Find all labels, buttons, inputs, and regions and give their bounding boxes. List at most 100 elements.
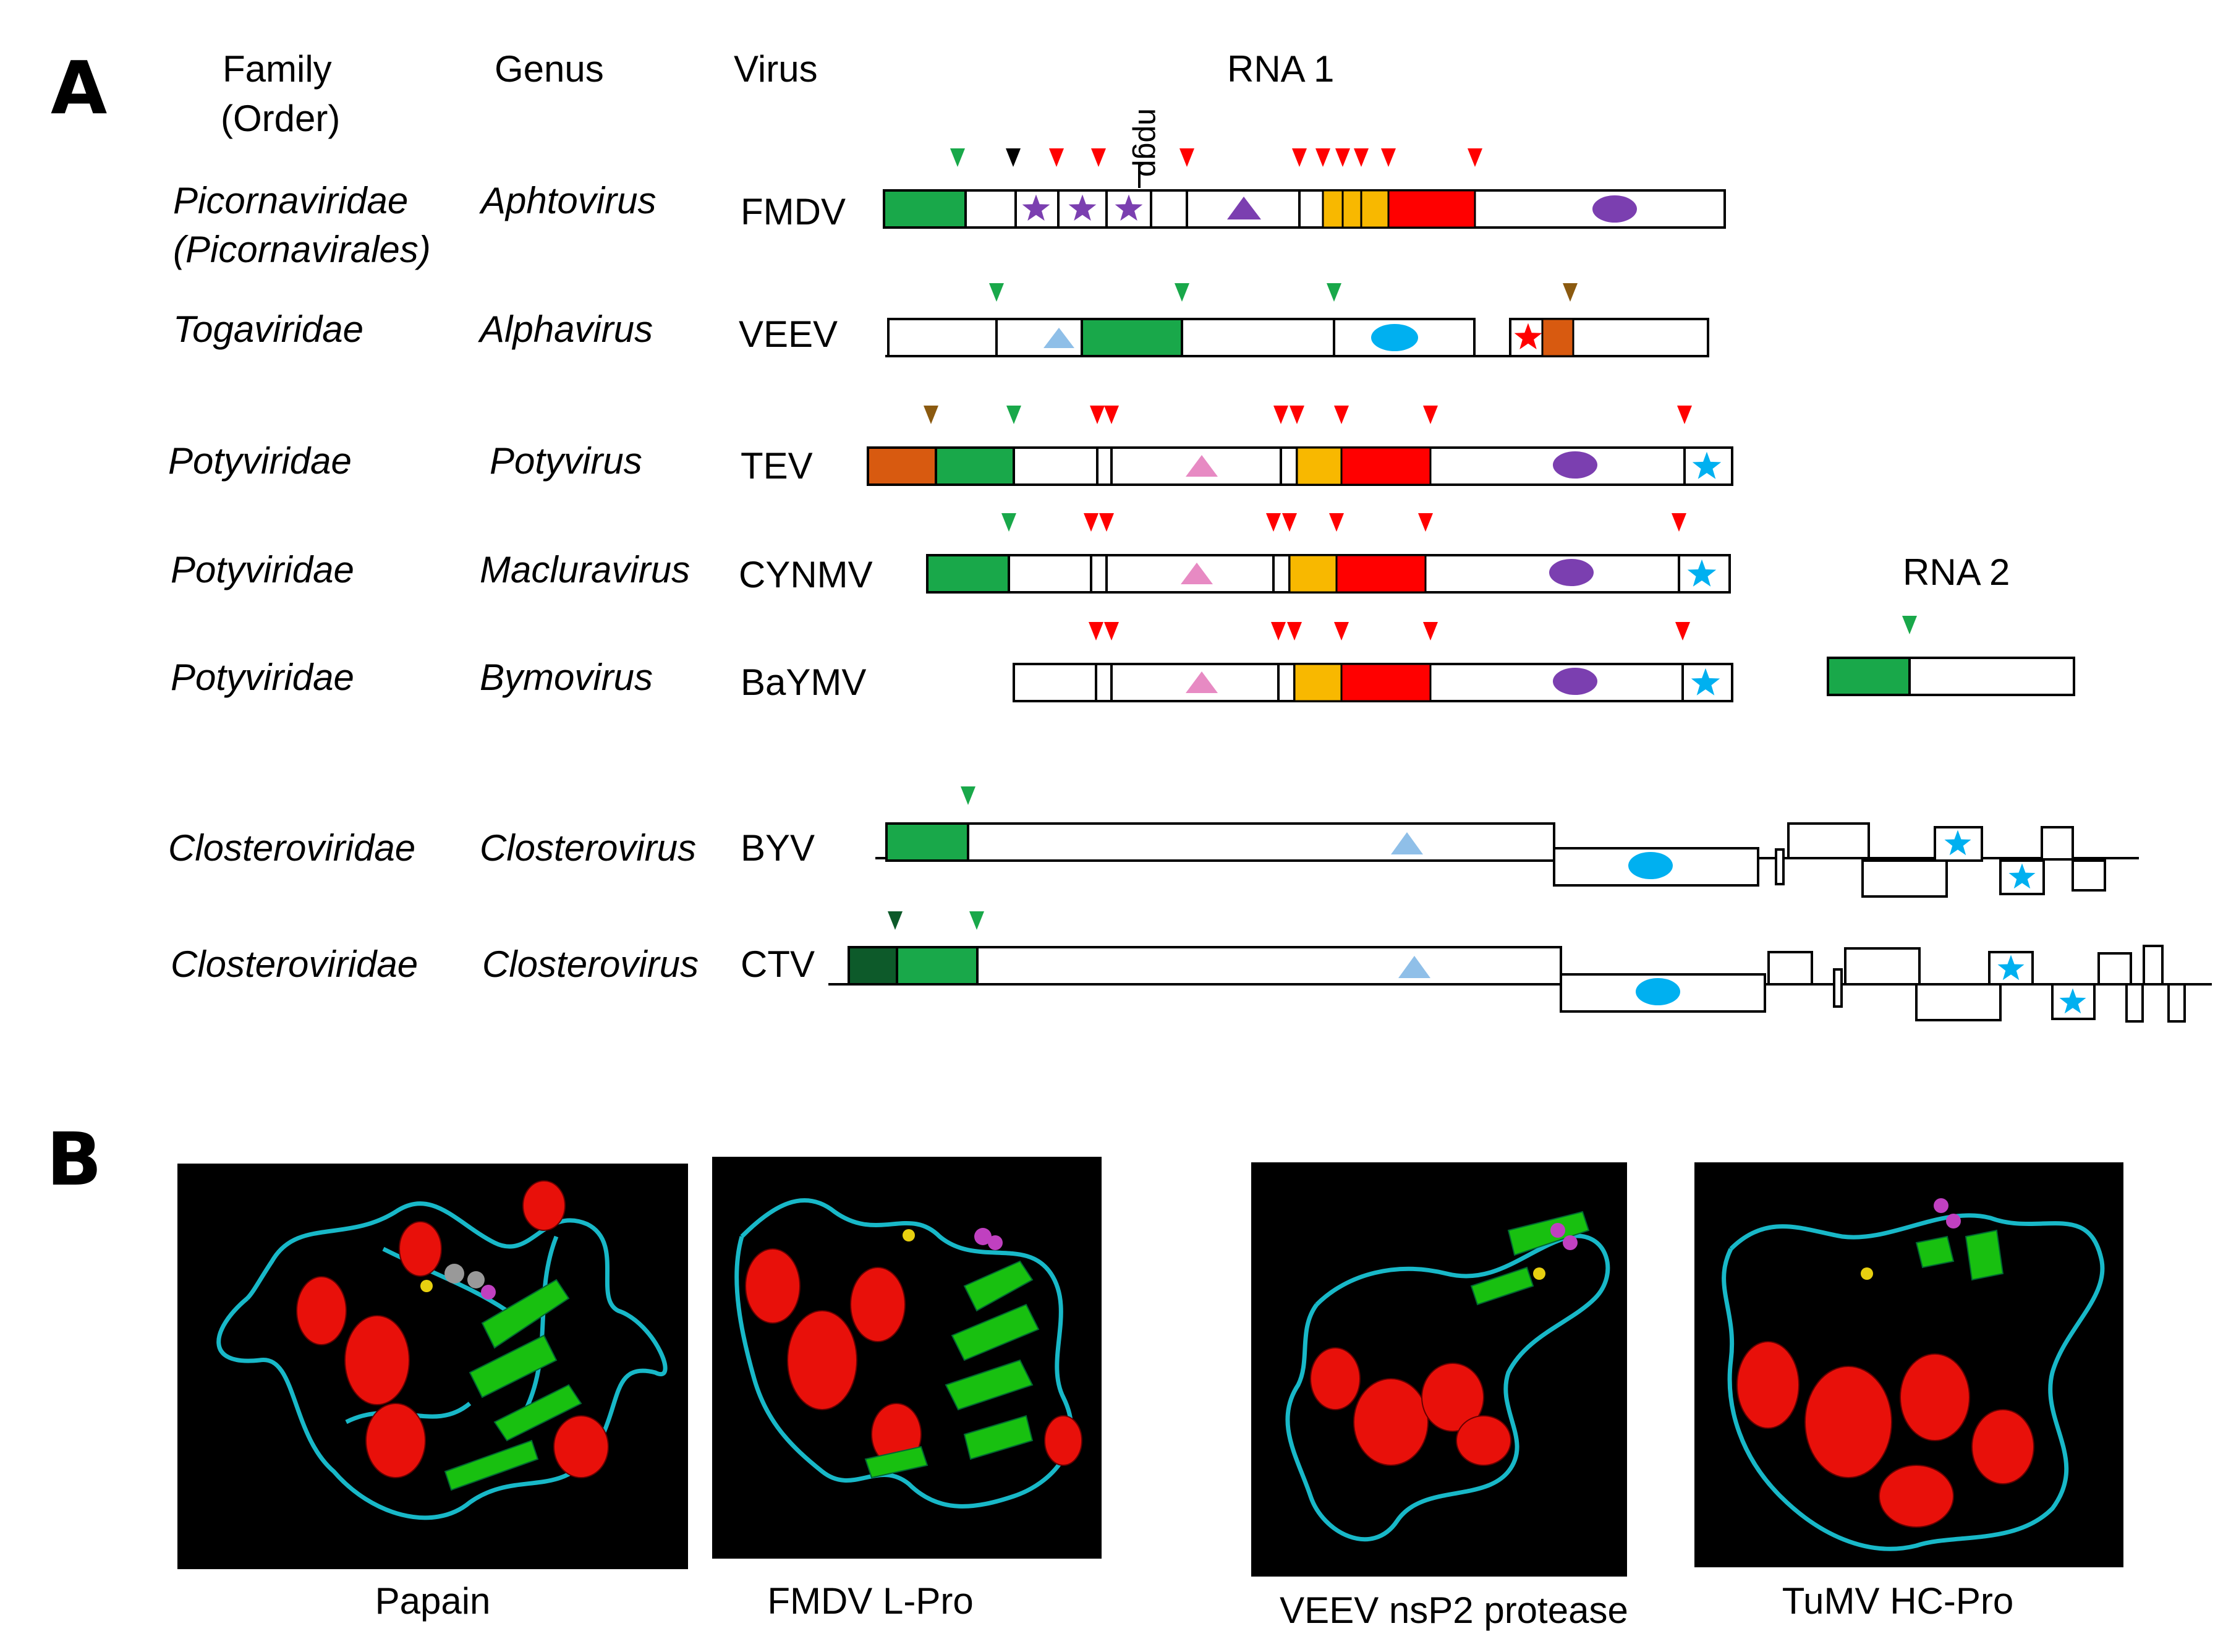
caption-papain: Papain xyxy=(375,1580,491,1622)
row-veev-family: Togaviridae xyxy=(173,309,363,350)
fmdv-red-arrow xyxy=(1091,148,1106,167)
fmdv-black-arrow xyxy=(1006,148,1021,167)
row-baymv-family: Potyviridae xyxy=(171,657,354,698)
structure-papain xyxy=(177,1164,688,1569)
tev-red-arrow xyxy=(1423,406,1438,424)
fmdv-yellow-3 xyxy=(1360,189,1390,229)
row-byv-genus: Closterovirus xyxy=(480,827,696,869)
genome-fmdv: npgp xyxy=(883,108,1726,229)
fmdv-yellow-2 xyxy=(1341,189,1362,229)
row-baymv-virus: BaYMV xyxy=(741,662,866,703)
fmdv-green-domain xyxy=(883,189,967,229)
header-family: Family xyxy=(223,48,332,90)
baymv-red-arrow xyxy=(1287,622,1302,641)
fmdv-yellow-1 xyxy=(1322,189,1344,229)
baymv-red-domain xyxy=(1340,663,1432,702)
cynmv-yellow-domain xyxy=(1288,554,1338,594)
cynmv-red-arrow xyxy=(1099,513,1114,532)
ctv-lightblue-triangle xyxy=(1398,956,1430,978)
genome-veev xyxy=(885,283,1709,357)
tev-yellow-domain xyxy=(1296,446,1343,486)
baymv-red-arrow xyxy=(1423,622,1438,641)
tev-red-arrow xyxy=(1677,406,1692,424)
byv-lightblue-triangle xyxy=(1391,832,1423,854)
caption-fmdv-lpro: FMDV L-Pro xyxy=(767,1580,973,1622)
ctv-green-arrow xyxy=(969,911,984,930)
tev-red-arrow xyxy=(1273,406,1288,424)
tev-brown-arrow xyxy=(924,406,938,424)
row-labels: Picornaviridae (Picornavirales) Aphtovir… xyxy=(168,180,873,985)
baymv-red-arrow xyxy=(1675,622,1690,641)
baymv-red-arrow xyxy=(1089,622,1103,641)
fmdv-green-arrow xyxy=(950,148,965,167)
baymv-pink-triangle xyxy=(1186,671,1218,693)
veev-cyan-ellipse xyxy=(1371,324,1418,351)
row-cynmv-genus: Macluravirus xyxy=(480,549,690,590)
row-veev-genus: Alphavirus xyxy=(478,309,653,350)
row-fmdv-family: Picornaviridae xyxy=(173,180,408,221)
veev-brown-arrow xyxy=(1563,283,1578,302)
genome-byv xyxy=(875,786,2139,898)
fmdv-red-arrow xyxy=(1354,148,1369,167)
byv-cyan-ellipse xyxy=(1628,852,1673,879)
ctv-darkgreen-domain xyxy=(848,946,898,986)
row-veev-virus: VEEV xyxy=(739,313,838,355)
panel-a-letter: A xyxy=(51,45,107,130)
baymv-rna2-green-arrow xyxy=(1902,616,1917,634)
cynmv-red-arrow xyxy=(1329,513,1344,532)
fmdv-red-arrow xyxy=(1335,148,1350,167)
genome-baymv xyxy=(1013,616,2075,702)
caption-tumv-hcpro: TuMV HC-Pro xyxy=(1782,1580,2013,1622)
fmdv-red-arrow xyxy=(1292,148,1307,167)
cynmv-purple-ellipse xyxy=(1549,559,1594,586)
byv-green-arrow xyxy=(961,786,975,805)
fmdv-red-arrow xyxy=(1468,148,1482,167)
fmdv-red-domain xyxy=(1387,189,1476,229)
fmdv-npgp-label: npgp xyxy=(1132,108,1166,177)
tev-red-arrow xyxy=(1090,406,1105,424)
tev-green-domain xyxy=(935,446,1015,486)
row-byv-family: Closteroviridae xyxy=(168,827,415,869)
fmdv-red-arrow xyxy=(1049,148,1064,167)
row-tev-genus: Potyvirus xyxy=(490,440,642,482)
tev-purple-ellipse xyxy=(1553,451,1597,479)
veev-green-domain xyxy=(1081,318,1183,357)
tev-red-arrow xyxy=(1104,406,1119,424)
row-ctv-genus: Closterovirus xyxy=(482,943,699,985)
caption-veev-nsp2: VEEV nsP2 protease xyxy=(1280,1590,1628,1631)
fmdv-purple-triangle xyxy=(1227,197,1261,219)
header-virus: Virus xyxy=(734,48,818,90)
ctv-green-domain xyxy=(896,946,979,986)
row-byv-virus: BYV xyxy=(741,827,815,869)
structure-fmdv-lpro xyxy=(712,1157,1102,1559)
cynmv-red-arrow xyxy=(1672,513,1686,532)
tev-orange-domain xyxy=(867,446,937,486)
ctv-cyan-ellipse xyxy=(1636,978,1680,1005)
veev-green-arrow xyxy=(1327,283,1341,302)
fmdv-red-arrow xyxy=(1381,148,1396,167)
veev-lightblue-triangle xyxy=(1043,328,1074,348)
fmdv-purple-ellipse xyxy=(1592,195,1637,223)
baymv-red-arrow xyxy=(1271,622,1286,641)
panel-b-letter: B xyxy=(46,1117,102,1202)
veev-orange-domain xyxy=(1541,318,1574,357)
cynmv-red-arrow xyxy=(1282,513,1297,532)
baymv-red-arrow xyxy=(1104,622,1119,641)
byv-green-domain xyxy=(885,822,969,862)
row-fmdv-order: (Picornavirales) xyxy=(173,229,431,270)
row-baymv-genus: Bymovirus xyxy=(480,657,653,698)
fmdv-red-arrow xyxy=(1179,148,1194,167)
fmdv-red-arrow xyxy=(1315,148,1330,167)
row-tev-family: Potyviridae xyxy=(168,440,352,482)
structure-tumv-hcpro xyxy=(1694,1162,2123,1567)
ctv-darkgreen-arrow xyxy=(888,911,903,930)
baymv-red-arrow xyxy=(1334,622,1349,641)
baymv-rna2-green-domain xyxy=(1827,657,1911,696)
tev-red-arrow xyxy=(1334,406,1349,424)
veev-green-arrow xyxy=(1175,283,1189,302)
genome-cynmv xyxy=(926,513,1731,594)
tev-green-arrow xyxy=(1006,406,1021,424)
structure-veev-nsp2 xyxy=(1251,1162,1627,1577)
cynmv-red-arrow xyxy=(1084,513,1099,532)
